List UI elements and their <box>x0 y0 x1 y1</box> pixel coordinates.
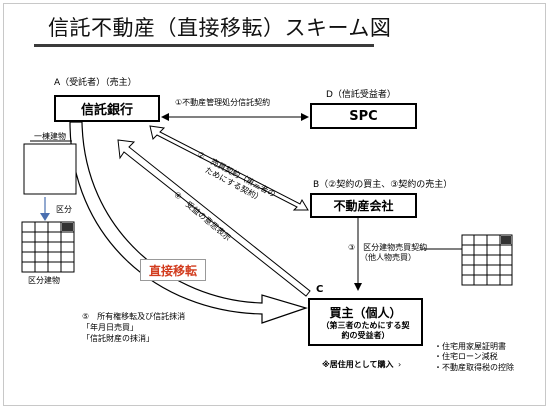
arrow-4-beneficiary-declaration <box>117 139 311 297</box>
arrow-5-label-line1: ⑤ 所有権移転及び信託抹消 <box>82 312 186 321</box>
tax-notes: ・住宅用家屋証明書 ・住宅ローン減税 ・不動産取得税の控除 <box>434 342 514 373</box>
whole-building-icon <box>23 140 77 195</box>
direct-transfer-label: 直接移転 <box>140 259 206 281</box>
real-estate-company-label: 不動産会社 <box>333 199 394 213</box>
slide-frame <box>3 3 546 406</box>
tax-note-3: ・不動産取得税の控除 <box>434 362 514 372</box>
trust-bank-box: 信託銀行 <box>54 95 160 122</box>
party-d-role: D（信託受益者） <box>326 90 396 100</box>
buyer-title: 買主（個人） <box>329 305 402 320</box>
direct-transfer-arrow <box>69 121 308 324</box>
arrow-5-label-line2: 「年月日売買」 <box>82 322 138 332</box>
buyer-subtitle-line1: （第三者のためにする契 <box>321 320 410 330</box>
note-arrow-icon: › <box>398 360 402 369</box>
spc-box: SPC <box>310 103 417 129</box>
party-a-role: A（受託者）（売主） <box>54 78 137 88</box>
unit-building-icon <box>21 221 75 273</box>
arrow-2-sales-contract <box>149 125 309 211</box>
party-b-role: B（②契約の買主、③契約の売主） <box>313 180 453 190</box>
buyer-subtitle-line2: 約の受益者） <box>341 330 390 340</box>
division-arrow-icon <box>40 197 50 221</box>
buyer-box: 買主（個人） （第三者のためにする契 約の受益者） <box>308 298 423 346</box>
arrow-3-label: ③ 区分建物売買契約 （他人物売買） <box>348 243 427 264</box>
tax-note-1: ・住宅用家屋証明書 <box>434 342 506 351</box>
party-c-role: C <box>316 284 324 295</box>
title-underline <box>34 44 374 47</box>
arrow-3-label-line2: （他人物売買） <box>360 253 416 263</box>
page-title: 信託不動産（直接移転）スキーム図 <box>48 16 392 40</box>
division-label: 区分 <box>56 205 72 214</box>
arrow-1-label: ①不動産管理処分信託契約 <box>175 98 271 107</box>
tax-note-2: ・住宅ローン減税 <box>434 352 498 362</box>
spc-label: SPC <box>349 108 378 124</box>
arrow-3-label-line1: ③ 区分建物売買契約 <box>348 243 428 252</box>
buyer-subtitle: （第三者のためにする契 約の受益者） <box>321 321 409 340</box>
sold-unit-building-icon <box>461 234 513 286</box>
unit-building-label: 区分建物 <box>28 276 60 285</box>
residential-purchase-note: ※居住用として購入 <box>322 360 394 369</box>
trust-bank-label: 信託銀行 <box>80 103 133 118</box>
arrow-5-label-line3: 「信託財産の抹消」 <box>82 333 154 343</box>
arrow-5-label: ⑤ 所有権移転及び信託抹消 「年月日売買」 「信託財産の抹消」 <box>82 312 185 344</box>
real-estate-company-box: 不動産会社 <box>310 193 417 218</box>
whole-building-label: 一棟建物 <box>34 132 66 141</box>
